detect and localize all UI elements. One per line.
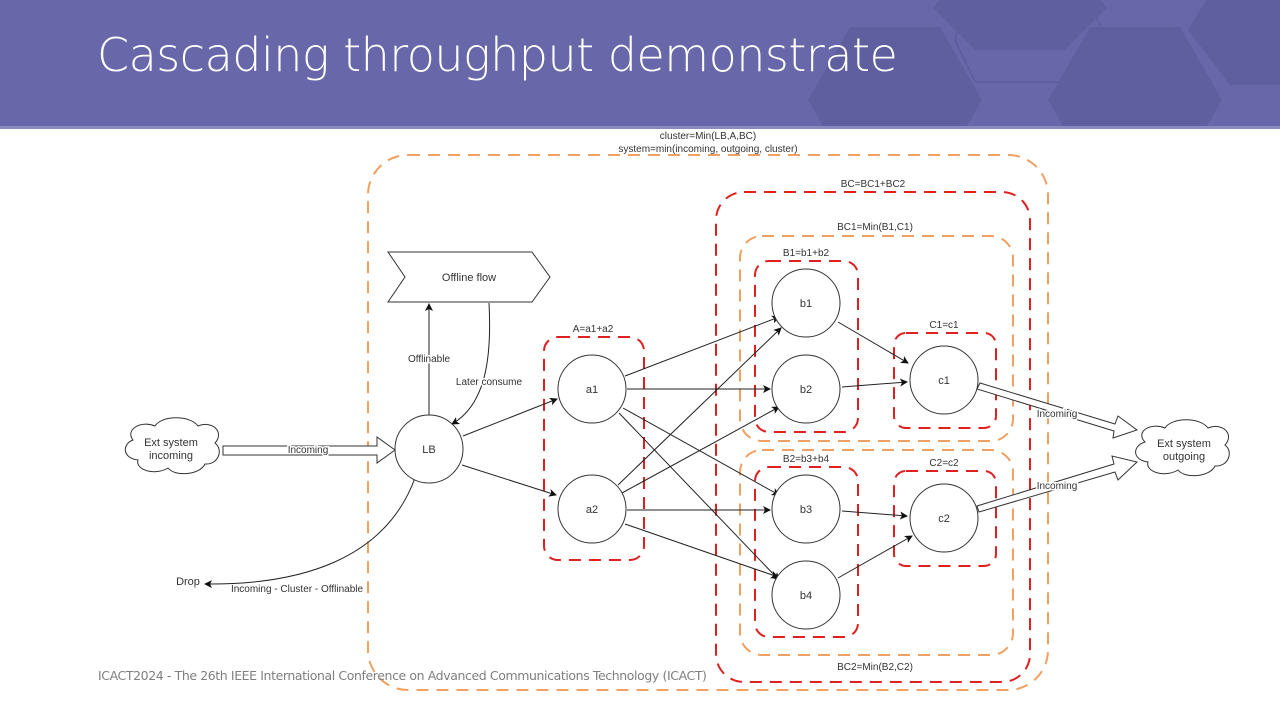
hexagon-outline (953, 0, 1110, 83)
cluster-group (367, 154, 1049, 691)
incoming-arrow (222, 436, 396, 464)
node-c2 (909, 483, 979, 553)
cluster-formula-label: cluster=Min(LB,A,BC) (660, 131, 756, 142)
edge-a2-b1 (617, 327, 782, 486)
bc1-label: BC1=Min(B1,C1) (837, 222, 913, 233)
drop-formula-label: Incoming - Cluster - Offlinable (231, 584, 364, 595)
node-a1-label: a1 (586, 384, 598, 396)
edge-a2-b2 (621, 406, 780, 494)
hexagon-shape (933, 0, 1107, 50)
bc1-group (739, 235, 1014, 442)
b2-group (754, 466, 859, 638)
edge-a1-b1 (624, 315, 780, 377)
node-b3 (771, 474, 841, 544)
slide-title: Cascading throughput demonstrate (97, 28, 898, 82)
edge-lb-drop (204, 477, 416, 589)
node-b2-label: b2 (800, 384, 812, 396)
later-consume-label: Later consume (456, 377, 523, 388)
node-b4 (771, 560, 841, 630)
node-c2-label: c2 (938, 513, 950, 525)
edge-lb-a2 (461, 464, 557, 497)
node-b4-label: b4 (800, 590, 812, 602)
ext-outgoing-line1: Ext system (1157, 438, 1211, 450)
node-c1 (909, 345, 979, 415)
node-b3-label: b3 (800, 504, 812, 516)
edge-a2-b4 (624, 523, 779, 579)
ext-system-outgoing-cloud (1135, 419, 1230, 477)
ext-system-incoming-cloud (124, 417, 220, 475)
hexagon-pattern (808, 0, 1280, 128)
incoming-out2-label: Incoming (1037, 481, 1078, 492)
ext-outgoing-line2: outgoing (1163, 451, 1205, 463)
edge-a1-b3 (622, 407, 780, 496)
node-b2 (771, 354, 841, 424)
offlinable-label: Offlinable (408, 354, 451, 365)
a-label: A=a1+a2 (573, 324, 614, 335)
incoming-out1-label: Incoming (1037, 409, 1078, 420)
edge-offline-lb (451, 302, 491, 425)
c2-group (893, 470, 997, 567)
edge-b4-c2 (837, 535, 913, 579)
outgoing-arrow-1 (976, 382, 1139, 439)
hexagon-shape (1188, 0, 1280, 85)
b1-label: B1=b1+b2 (783, 248, 830, 259)
hexagon-shape (1048, 27, 1222, 128)
node-b1 (771, 268, 841, 338)
outgoing-arrow-2 (976, 455, 1139, 513)
node-a2-label: a2 (586, 504, 598, 516)
edge-b3-c2 (841, 510, 908, 520)
offline-flow-shape (387, 251, 551, 303)
ext-incoming-line1: Ext system (144, 437, 198, 449)
incoming-in-label: Incoming (288, 445, 329, 456)
slide-footer: ICACT2024 - The 26th IEEE International … (98, 668, 707, 683)
c1-label: C1=c1 (929, 320, 959, 331)
bc-group (715, 191, 1031, 683)
c2-label: C2=c2 (929, 458, 959, 469)
c1-group (893, 332, 997, 429)
hexagon-shape (808, 27, 982, 128)
node-c1-label: c1 (938, 375, 950, 387)
node-a2 (557, 474, 627, 544)
node-lb-label: LB (422, 444, 435, 456)
b1-group (754, 260, 859, 433)
bc2-label: BC2=Min(B2,C2) (837, 662, 913, 673)
node-lb (394, 414, 464, 484)
system-formula-label: system=min(incoming, outgoing, cluster) (618, 144, 797, 155)
node-a1 (557, 354, 627, 424)
a-group (543, 336, 645, 561)
edge-b2-c1 (841, 378, 908, 388)
offline-flow-label: Offline flow (442, 272, 496, 284)
edge-a1-b4 (618, 412, 780, 581)
header-divider (0, 126, 1280, 129)
bc2-group (739, 449, 1014, 656)
b2-label: B2=b3+b4 (783, 454, 830, 465)
bc-label: BC=BC1+BC2 (841, 179, 906, 190)
edge-lb-a1 (462, 397, 558, 437)
ext-incoming-line2: incoming (149, 450, 193, 462)
slide-header: Cascading throughput demonstrate (0, 0, 1280, 128)
node-b1-label: b1 (800, 298, 812, 310)
edge-b1-c1 (837, 321, 909, 364)
drop-label: Drop (176, 576, 200, 588)
